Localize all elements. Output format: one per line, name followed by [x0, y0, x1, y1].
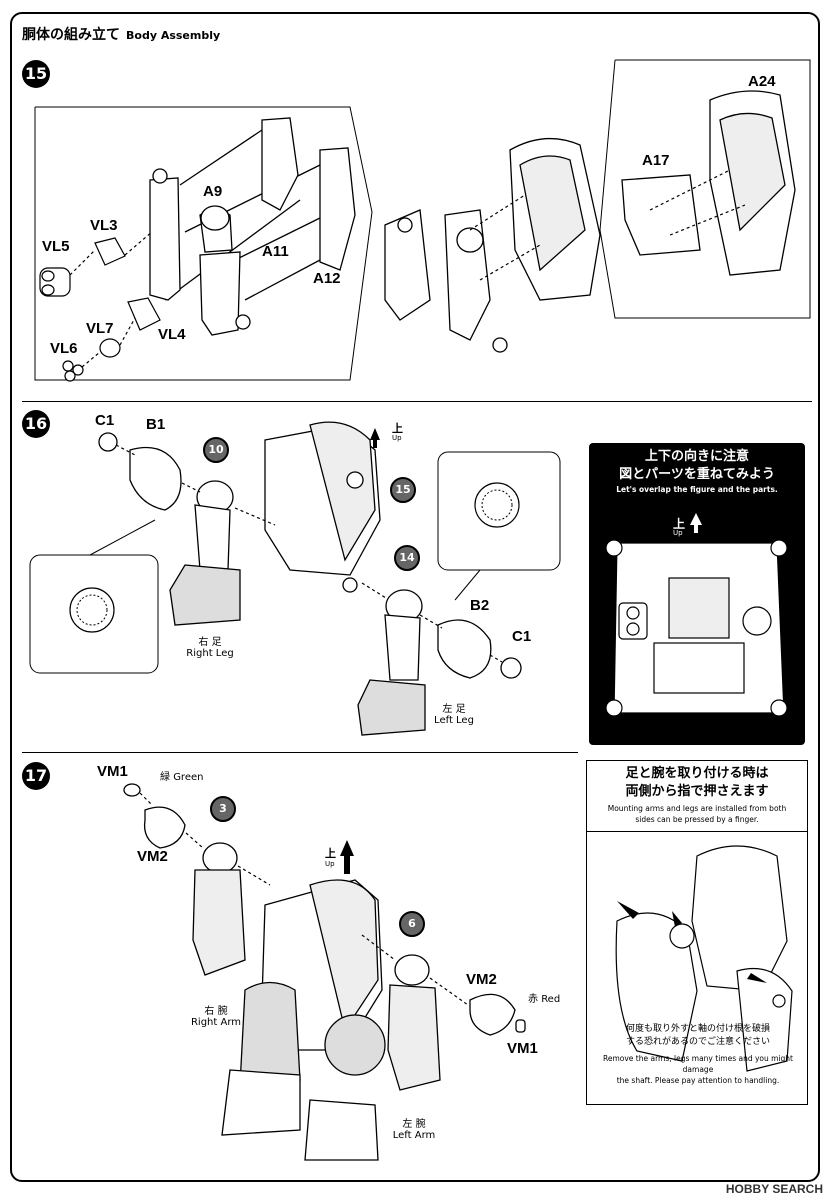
right-leg-jp: 右 足	[198, 637, 222, 648]
step-15-number: 15	[22, 60, 50, 88]
overlap-guide-figure	[605, 513, 788, 717]
color-red-en: Red	[541, 994, 561, 1005]
footer-logo: HOBBY SEARCH	[725, 1182, 823, 1196]
part-label-vl4: VL4	[158, 326, 186, 343]
overlap-guide-up-jp: 上	[673, 517, 686, 531]
part-label-vl3: VL3	[90, 217, 118, 234]
mounting-tip-divider	[587, 831, 807, 832]
overlap-guide-box: 上下の向きに注意 図とパーツを重ねてみよう Let's overlap the …	[589, 443, 805, 745]
step-16-up-jp: 上	[392, 422, 403, 435]
part-label-a11: A11	[262, 243, 289, 260]
overlap-guide-en: Let's overlap the figure and the parts.	[616, 485, 778, 494]
step-16-number: 16	[22, 410, 50, 438]
part-label-a17: A17	[642, 152, 670, 169]
overlap-guide-up-en: Up	[673, 529, 683, 537]
mounting-tip-en2: sides can be pressed by a finger.	[635, 815, 759, 824]
part-label-a24: A24	[748, 73, 776, 90]
mounting-tip-en1: Mounting arms and legs are installed fro…	[607, 804, 787, 813]
part-label-c1-top: C1	[95, 412, 115, 429]
mounting-warn-jp1: 何度も取り外すと軸の付け根を破損	[625, 1024, 770, 1034]
step-16-sub-15: 15	[390, 477, 416, 503]
left-leg-label: 左 足 Left Leg	[424, 700, 484, 726]
part-label-vl7: VL7	[86, 320, 114, 337]
header-title-en: Body Assembly	[126, 29, 221, 42]
overlap-guide-line2: 図とパーツを重ねてみよう	[619, 467, 775, 482]
part-label-a9: A9	[203, 183, 223, 200]
mounting-warn-en2: the shaft. Please pay attention to handl…	[616, 1076, 780, 1085]
color-red-jp: 赤	[528, 994, 538, 1005]
mounting-warn-jp2: する恐れがあるのでご注意ください	[625, 1037, 770, 1047]
part-label-vm1-bottom: VM1	[507, 1040, 538, 1057]
mounting-tip-line2: 両側から指で押さえます	[625, 784, 769, 799]
right-arm-en: Right Arm	[190, 1017, 242, 1028]
color-green-en: Green	[173, 772, 204, 783]
color-green-jp: 緑	[160, 772, 170, 783]
color-red: 赤 Red	[528, 990, 560, 1005]
part-label-vm1-top: VM1	[97, 763, 128, 780]
right-leg-label: 右 足 Right Leg	[180, 633, 240, 659]
step-17-sub-6: 6	[399, 911, 425, 937]
right-arm-label: 右 腕 Right Arm	[186, 1002, 246, 1028]
part-label-vl5: VL5	[42, 238, 70, 255]
right-leg-en: Right Leg	[186, 648, 234, 659]
right-arm-jp: 右 腕	[204, 1006, 228, 1017]
step-17-sub-3: 3	[210, 796, 236, 822]
color-green: 緑 Green	[160, 768, 203, 783]
page-frame	[10, 12, 820, 1182]
step-17-number: 17	[22, 762, 50, 790]
part-label-vl6: VL6	[50, 340, 78, 357]
divider-16-17	[22, 752, 578, 753]
left-arm-jp: 左 腕	[402, 1119, 426, 1130]
left-leg-en: Left Leg	[434, 715, 474, 726]
step-16-sub-10: 10	[203, 437, 229, 463]
mounting-tip-line1: 足と腕を取り付ける時は	[625, 766, 769, 781]
step-16-up-en: Up	[392, 434, 402, 442]
page-header: 胴体の組み立て Body Assembly	[22, 24, 220, 44]
mounting-tip-figure	[615, 845, 793, 1072]
mounting-tip-box: 足と腕を取り付ける時は 両側から指で押さえます Mounting arms an…	[586, 760, 808, 1105]
left-arm-en: Left Arm	[392, 1130, 436, 1141]
part-label-vm2-bottom: VM2	[466, 971, 497, 988]
divider-15-16	[22, 401, 812, 402]
step-16-sub-14: 14	[394, 545, 420, 571]
left-arm-label: 左 腕 Left Arm	[384, 1115, 444, 1141]
part-label-b1: B1	[146, 416, 166, 433]
mounting-warn-en1: Remove the arms, legs many times and you…	[602, 1054, 793, 1074]
overlap-guide-line1: 上下の向きに注意	[644, 449, 749, 464]
part-label-vm2-top: VM2	[137, 848, 168, 865]
left-leg-jp: 左 足	[442, 704, 466, 715]
step-17-up-en: Up	[325, 860, 335, 868]
part-label-c1-bottom: C1	[512, 628, 532, 645]
header-title-jp: 胴体の組み立て	[22, 27, 120, 43]
part-label-b2: B2	[470, 597, 490, 614]
mounting-tip-warning: 何度も取り外すと軸の付け根を破損 する恐れがあるのでご注意ください Remove…	[587, 1023, 809, 1086]
step-17-up-jp: 上	[325, 847, 336, 860]
part-label-a12: A12	[313, 270, 341, 287]
